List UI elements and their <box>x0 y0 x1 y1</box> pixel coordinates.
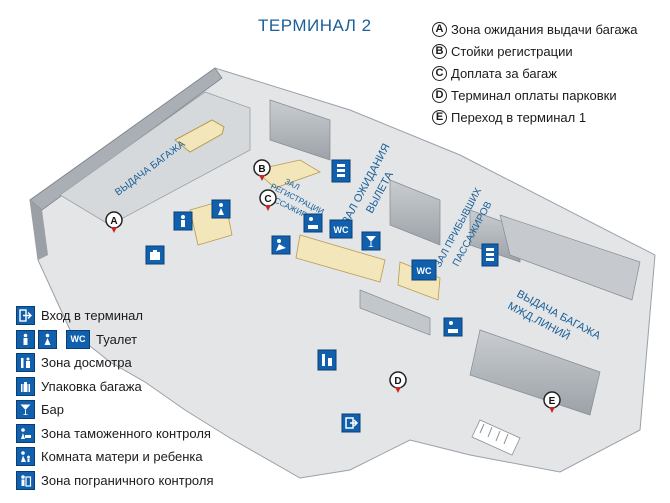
marker-c[interactable]: C <box>259 189 277 211</box>
poi-legend-item: D Терминал оплаты парковки <box>432 84 637 106</box>
map-icon-customs[interactable] <box>303 213 323 233</box>
poi-label: Доплата за багаж <box>451 65 557 81</box>
check-in-zone <box>254 159 321 189</box>
svg-text:C: C <box>264 194 271 205</box>
wc-icon: WC <box>66 329 90 349</box>
departure-block <box>389 179 441 246</box>
icon-legend-label: Вход в терминал <box>41 308 144 324</box>
letter-d-icon: D <box>432 87 447 103</box>
map-icon-wc-1[interactable]: WC <box>329 219 353 239</box>
entrance-icon <box>16 306 35 326</box>
poi-label: Терминал оплаты парковки <box>451 87 617 103</box>
icon-legend-item: Вход в терминал <box>16 304 214 328</box>
icon-legend-item: Упаковка багажа <box>16 375 214 399</box>
map-icon-bar[interactable] <box>361 231 381 251</box>
icon-legend-item: Бар <box>16 398 214 422</box>
poi-label: Переход в терминал 1 <box>451 109 587 125</box>
intl-claim-block <box>499 214 641 301</box>
central-block-top <box>269 99 331 161</box>
map-icon-security-2[interactable] <box>317 349 337 371</box>
toilet-female-icon <box>38 329 57 349</box>
icon-legend-item: WC Туалет <box>16 328 214 352</box>
poi-label: Стойки регистрации <box>451 43 573 59</box>
bar-icon <box>16 400 35 420</box>
marker-b[interactable]: B <box>253 159 271 181</box>
escalator <box>471 419 521 456</box>
svg-text:WC: WC <box>334 225 349 235</box>
icon-legend-item: Зона таможенного контроля <box>16 422 214 446</box>
icon-legend-label: Зона пограничного контроля <box>41 472 214 488</box>
poi-legend-item: E Переход в терминал 1 <box>432 106 637 128</box>
marker-d[interactable]: D <box>389 371 407 393</box>
page-title: ТЕРМИНАЛ 2 <box>258 16 372 35</box>
map-icon-customs-2[interactable] <box>443 317 463 337</box>
map-icon-border-control[interactable] <box>481 243 499 267</box>
south-wall <box>30 200 48 260</box>
poi-label: Зона ожидания выдачи багажа <box>451 21 638 37</box>
letter-c-icon: C <box>432 65 447 81</box>
icon-legend-label: Комната матери и ребенка <box>41 449 203 465</box>
poi-legend-item: C Доплата за багаж <box>432 62 637 84</box>
map-icon-wc-2[interactable]: WC <box>411 259 437 281</box>
map-icon-entrance[interactable] <box>341 413 361 433</box>
luggage-wrap-icon <box>16 376 35 396</box>
icon-legend-item: Комната матери и ребенка <box>16 445 214 469</box>
svg-text:B: B <box>258 164 265 175</box>
border-control-icon <box>16 470 35 490</box>
map-icon-luggage[interactable] <box>145 245 165 265</box>
map-icon-mother-child[interactable] <box>271 235 291 255</box>
baggage-carousel <box>174 119 225 153</box>
letter-b-icon: B <box>432 43 447 59</box>
marker-e[interactable]: E <box>543 391 561 413</box>
letter-a-icon: A <box>432 21 447 37</box>
waiting-zone <box>295 234 386 283</box>
service-block <box>359 289 431 336</box>
svg-text:A: A <box>110 216 117 227</box>
security-check-icon <box>16 353 35 373</box>
poi-legend-item: A Зона ожидания выдачи багажа <box>432 18 637 40</box>
customs-icon <box>16 423 35 443</box>
map-icon-toilet-2[interactable] <box>211 199 231 219</box>
svg-text:WC: WC <box>417 266 432 276</box>
icon-legend-label: Зона таможенного контроля <box>41 425 211 441</box>
icon-legend-item: Зона пограничного контроля <box>16 469 214 493</box>
poi-legend: A Зона ожидания выдачи багажа B Стойки р… <box>432 18 637 128</box>
escalator-steps <box>479 423 509 445</box>
marker-a[interactable]: A <box>105 211 123 233</box>
svg-text:D: D <box>394 376 401 387</box>
poi-legend-item: B Стойки регистрации <box>432 40 637 62</box>
south-block <box>469 329 601 416</box>
icon-legend-label: Бар <box>41 402 64 418</box>
map-icon-security-1[interactable] <box>331 159 351 183</box>
letter-e-icon: E <box>432 109 447 125</box>
toilet-icon <box>16 329 35 349</box>
icon-legend-label: Туалет <box>96 331 138 347</box>
icon-legend-label: Зона досмотра <box>41 355 132 371</box>
svg-text:E: E <box>549 396 556 407</box>
map-icon-toilet-1[interactable] <box>173 211 193 231</box>
icon-legend: Вход в терминал WC Туалет Зона досмотра … <box>16 304 214 492</box>
icon-legend-item: Зона досмотра <box>16 351 214 375</box>
icon-legend-label: Упаковка багажа <box>41 378 142 394</box>
mother-child-room-icon <box>16 447 35 467</box>
